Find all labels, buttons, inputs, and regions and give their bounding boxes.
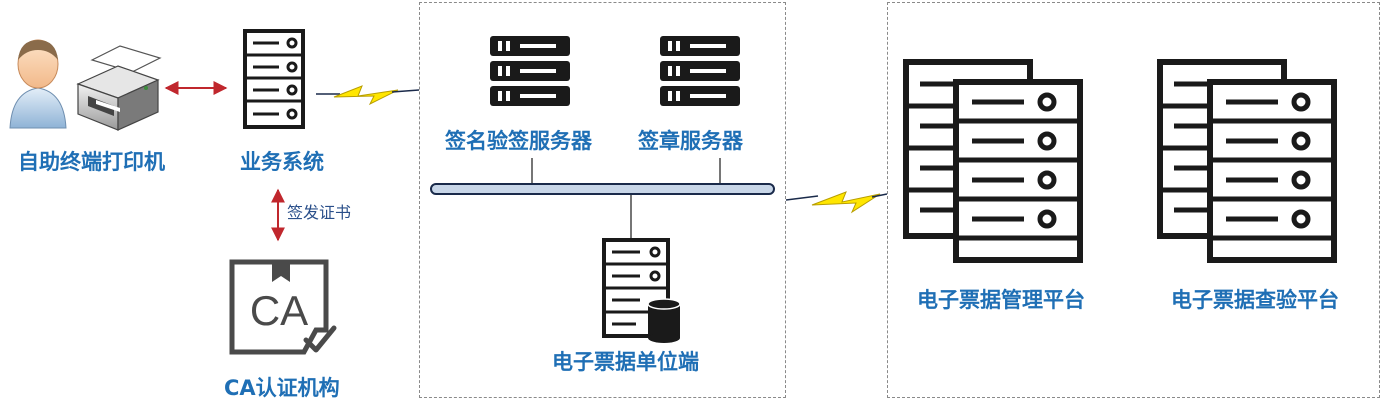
database-icon — [647, 298, 681, 343]
issue-certificate-label: 签发证书 — [287, 203, 352, 222]
seal-server-icon — [660, 36, 740, 106]
user-icon — [9, 39, 67, 129]
unit-terminal-server-icon — [602, 238, 681, 343]
ca-authority-label: CA认证机构 — [224, 376, 340, 400]
central-zone-box — [419, 2, 786, 398]
business-server-icon — [243, 29, 305, 129]
verify-platform-server-icon — [1157, 59, 1337, 263]
ca-certificate-icon: CA — [229, 259, 337, 355]
unit-terminal-label: 电子票据单位端 — [552, 350, 699, 374]
management-platform-label: 电子票据管理平台 — [917, 288, 1085, 312]
verify-platform-label: 电子票据查验平台 — [1171, 288, 1339, 312]
sign-verify-server-icon — [490, 36, 570, 106]
seal-server-label: 签章服务器 — [638, 129, 743, 153]
ca-icon-text: CA — [250, 287, 308, 334]
platform-zone-box — [887, 2, 1380, 398]
kiosk-label: 自助终端打印机 — [18, 150, 165, 174]
network-bus — [430, 158, 775, 240]
sign-verify-server-label: 签名验签服务器 — [445, 129, 592, 153]
business-system-label: 业务系统 — [240, 150, 324, 174]
wireless-link-right — [785, 191, 888, 214]
printer-icon — [76, 45, 162, 131]
management-platform-server-icon — [903, 59, 1083, 263]
wireless-link-left — [316, 85, 420, 106]
